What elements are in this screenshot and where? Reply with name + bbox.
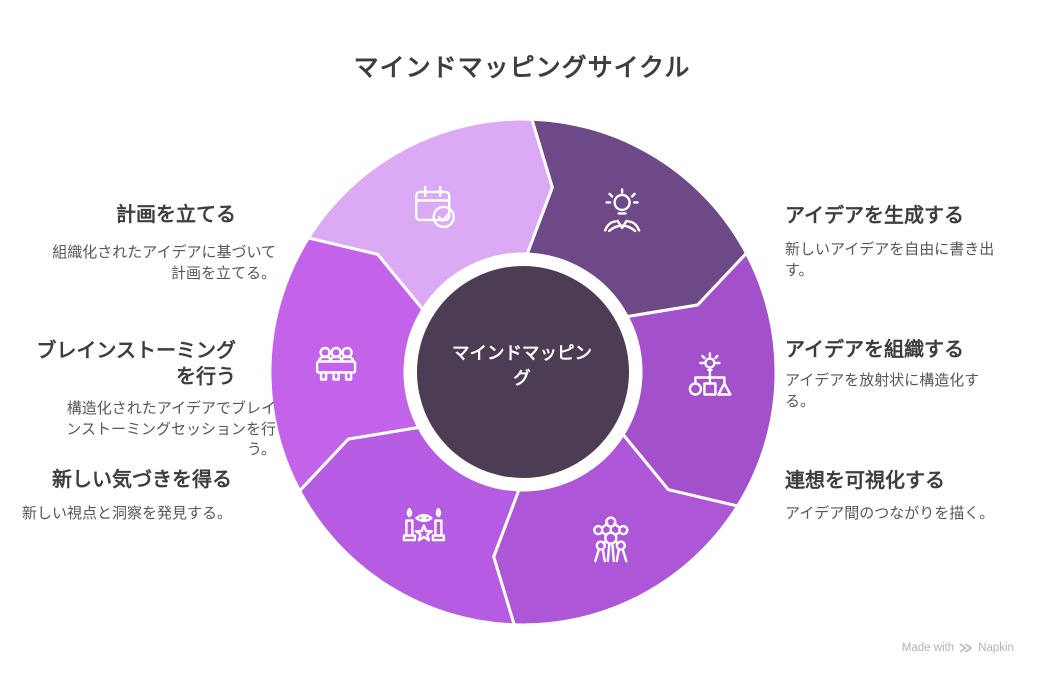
step-heading-plan: 計画を立てる	[116, 204, 236, 226]
page-title: マインドマッピングサイクル	[353, 54, 691, 82]
step-body-visualize: アイデア間のつながりを描く。	[785, 505, 995, 522]
step-body-plan: 組織化されたアイデアに基づいて計画を立てる。	[52, 244, 276, 282]
step-body-generate: 新しいアイデアを自由に書き出す。	[785, 241, 995, 279]
step-heading-organize: アイデアを組織する	[785, 339, 964, 361]
step-body-brainstorm: 構造化されたアイデアでブレインストーミングセッションを行う。	[66, 400, 276, 459]
step-body-insight: 新しい視点と洞察を発見する。	[21, 505, 232, 522]
napkin-credit: Made with Napkin	[902, 642, 1014, 654]
segment-plan	[306, 117, 554, 311]
step-body-organize: アイデアを放射状に構造化する。	[785, 372, 980, 410]
center-circle	[417, 266, 629, 478]
cycle-wheel	[268, 117, 778, 627]
center-label: マインドマッピング	[452, 343, 592, 389]
napkin-logo-icon	[959, 643, 972, 653]
step-heading-generate: アイデアを生成する	[785, 205, 964, 227]
step-heading-brainstorm: ブレインストーミングを行う	[36, 340, 236, 388]
step-heading-insight: 新しい気づきを得る	[52, 469, 232, 491]
step-heading-visualize: 連想を可視化する	[785, 470, 945, 492]
made-with-label: Made with	[901, 642, 955, 654]
brand-label: Napkin	[978, 642, 1014, 654]
